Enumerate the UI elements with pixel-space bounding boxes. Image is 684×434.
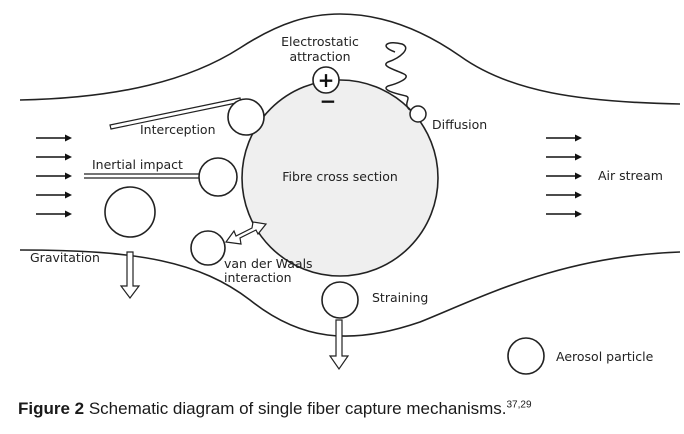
right-arrowhead-2 xyxy=(575,153,582,161)
right-arrowhead-5 xyxy=(575,210,582,218)
caption-text: Schematic diagram of single fiber captur… xyxy=(84,399,507,418)
left-arrowhead-2 xyxy=(65,153,72,161)
caption-refs: 37,29 xyxy=(506,399,532,411)
right-arrowhead-3 xyxy=(575,172,582,180)
right-arrow-group xyxy=(546,134,582,218)
gravitation-label: Gravitation xyxy=(30,250,100,265)
van-der-waals-label-line2: interaction xyxy=(224,270,292,285)
left-arrow-group xyxy=(36,134,72,218)
van-der-waals-arrow xyxy=(224,221,268,245)
aerosol-particle-label: Aerosol particle xyxy=(556,349,654,364)
negative-sign: − xyxy=(320,89,337,113)
capture-mechanisms-diagram: Fibre cross section Electrostatic attrac… xyxy=(19,13,681,375)
electrostatic-label-line1: Electrostatic xyxy=(281,34,359,49)
charged-particle xyxy=(312,66,340,94)
gravitation-particle xyxy=(104,186,156,238)
inertial-particle xyxy=(198,157,238,197)
legend-particle xyxy=(507,337,545,375)
interception-particle xyxy=(227,98,265,136)
van-der-waals-label-line1: van der Waals xyxy=(224,256,313,271)
van-der-waals-particle xyxy=(190,230,226,266)
lower-streamline xyxy=(19,249,681,337)
positive-sign: + xyxy=(318,68,335,92)
left-arrowhead-1 xyxy=(65,134,72,142)
left-arrowhead-4 xyxy=(65,191,72,199)
electrostatic-label-line2: attraction xyxy=(289,49,350,64)
gravitation-arrow xyxy=(119,251,141,299)
upper-streamline xyxy=(19,13,681,105)
brownian-path xyxy=(385,41,411,111)
figure-caption: Figure 2 Schematic diagram of single fib… xyxy=(18,399,678,419)
right-arrowhead-1 xyxy=(575,134,582,142)
fiber-label: Fibre cross section xyxy=(282,169,398,184)
left-arrowhead-3 xyxy=(65,172,72,180)
straining-label: Straining xyxy=(372,290,428,305)
interception-label: Interception xyxy=(140,122,216,137)
right-arrowhead-4 xyxy=(575,191,582,199)
diffusion-label: Diffusion xyxy=(432,117,487,132)
straining-particle xyxy=(321,281,359,319)
left-arrowhead-5 xyxy=(65,210,72,218)
air-stream-label: Air stream xyxy=(598,168,663,183)
inertial-impact-label: Inertial impact xyxy=(92,157,183,172)
figure-label: Figure 2 xyxy=(18,399,85,418)
straining-arrow xyxy=(328,319,350,371)
fiber-cross-section xyxy=(241,79,439,277)
diffusion-particle xyxy=(409,105,427,123)
